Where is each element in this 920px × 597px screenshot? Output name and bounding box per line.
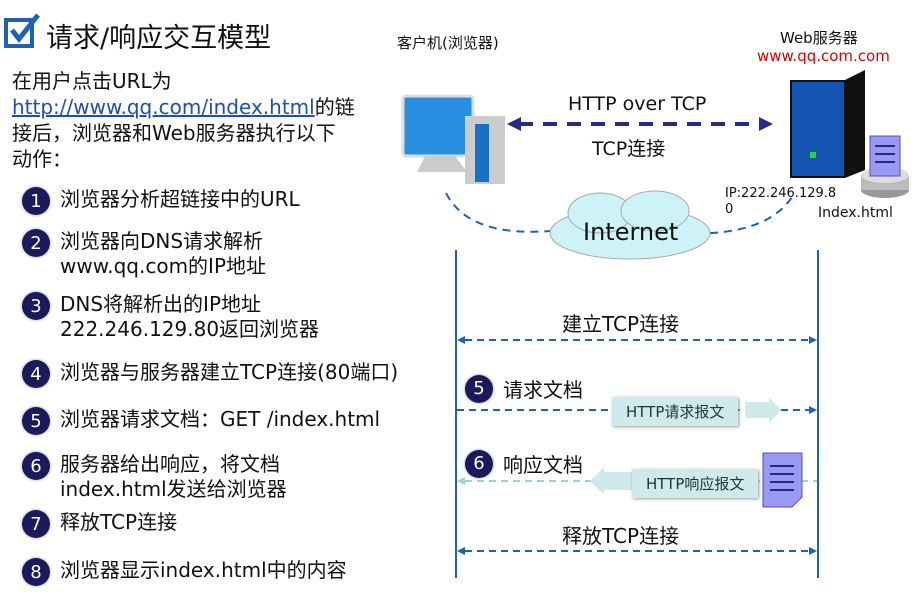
step-number: 5	[465, 374, 493, 403]
establish-label: 建立TCP连接	[562, 312, 680, 336]
establish-arrow	[457, 336, 817, 344]
http-double-arrow	[507, 117, 773, 131]
step-text: 浏览器显示index.html中的内容	[60, 558, 347, 582]
step-7: 7 释放TCP连接	[22, 510, 177, 538]
checkbox-icon	[4, 13, 40, 48]
response-label: 响应文档	[503, 453, 583, 477]
step-8: 8 浏览器显示index.html中的内容	[22, 558, 347, 586]
client-label: 客户机(浏览器)	[397, 34, 499, 52]
release-label: 释放TCP连接	[562, 524, 680, 548]
step-number: 2	[22, 229, 50, 257]
step-text: 浏览器向DNS请求解析 www.qq.com的IP地址	[60, 229, 267, 278]
http-over-tcp-label: HTTP over TCP	[568, 93, 707, 115]
intro-line: 动作：	[12, 147, 72, 171]
internet-links	[445, 190, 793, 260]
step-number: 5	[22, 407, 50, 435]
step-number: 8	[22, 558, 50, 586]
request-step: 5 请求文档	[465, 374, 583, 403]
server-lifeline	[817, 250, 819, 578]
server-domain: www.qq.com.com	[757, 47, 890, 65]
step-2: 2 浏览器向DNS请求解析 www.qq.com的IP地址	[22, 229, 266, 279]
response-step: 6 响应文档	[465, 449, 583, 478]
step-1: 1 浏览器分析超链接中的URL	[22, 187, 300, 215]
step-3: 3 DNS将解析出的IP地址 222.246.129.80返回浏览器	[22, 292, 319, 342]
step-number: 4	[22, 360, 50, 388]
intro-line: 接后，浏览器和Web服务器执行以下	[12, 121, 336, 145]
intro-line: 在用户点击URL为	[12, 69, 172, 93]
server-ip: IP:222.246.129.8 0	[725, 186, 837, 217]
client-computer-icon	[401, 94, 505, 184]
http-response-message: HTTP响应报文	[632, 469, 759, 498]
step-5: 5 浏览器请求文档：GET /index.html	[22, 407, 380, 435]
step-number: 3	[22, 292, 50, 320]
step-text: 释放TCP连接	[60, 510, 178, 534]
client-lifeline	[455, 250, 457, 578]
step-text: 浏览器分析超链接中的URL	[60, 187, 300, 211]
step-number: 6	[22, 452, 50, 480]
server-label: Web服务器	[780, 29, 858, 47]
intro-line: 的链	[314, 95, 355, 119]
file-label: Index.html	[818, 205, 893, 221]
intro-text: 在用户点击URL为 http://www.qq.com/index.html的链…	[12, 68, 392, 172]
internet-label: Internet	[583, 218, 679, 246]
step-text: DNS将解析出的IP地址 222.246.129.80返回浏览器	[60, 292, 320, 341]
step-number: 6	[465, 449, 493, 478]
http-request-message: HTTP请求报文	[612, 397, 739, 426]
release-arrow	[457, 547, 817, 555]
step-text: 浏览器与服务器建立TCP连接(80端口)	[60, 360, 399, 384]
step-4: 4 浏览器与服务器建立TCP连接(80端口)	[22, 360, 398, 388]
step-number: 1	[22, 187, 50, 215]
step-text: 服务器给出响应，将文档 index.html发送给浏览器	[60, 452, 287, 501]
request-label: 请求文档	[503, 378, 583, 402]
tcp-conn-label: TCP连接	[592, 138, 666, 160]
page-title: 请求/响应交互模型	[46, 23, 272, 54]
server-icon	[790, 70, 909, 198]
step-number: 7	[22, 510, 50, 538]
step-6: 6 服务器给出响应，将文档 index.html发送给浏览器	[22, 452, 287, 502]
response-msg-arrowhead	[590, 467, 640, 495]
document-icon	[762, 452, 803, 508]
request-msg-arrowhead	[745, 397, 781, 423]
url-link[interactable]: http://www.qq.com/index.html	[12, 95, 315, 119]
step-text: 浏览器请求文档：GET /index.html	[60, 407, 381, 431]
